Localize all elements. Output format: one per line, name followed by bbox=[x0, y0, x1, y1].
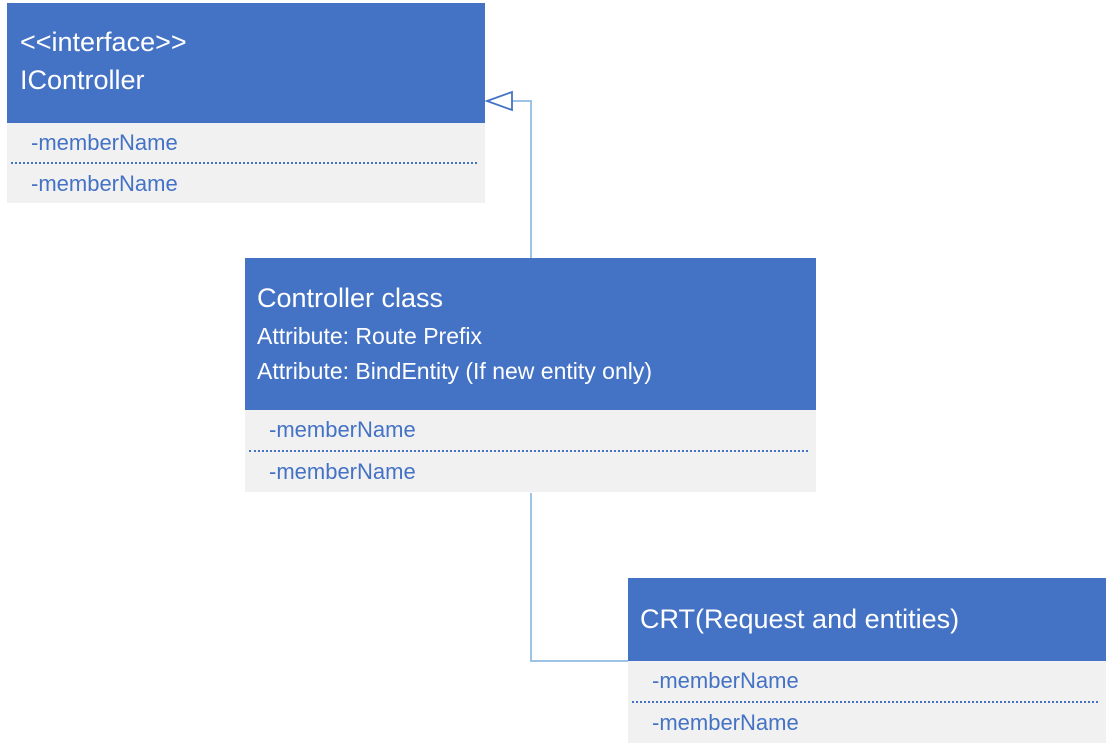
class-name-controller: Controller class bbox=[257, 283, 444, 313]
attribute-bind-entity: Attribute: BindEntity (If new entity onl… bbox=[257, 358, 653, 384]
member-name-label: -memberName bbox=[269, 417, 416, 442]
member-divider bbox=[632, 701, 1098, 703]
member-row: -memberName bbox=[628, 661, 1106, 701]
member-name-label: -memberName bbox=[269, 459, 416, 484]
class-name-crt: CRT(Request and entities) bbox=[640, 604, 960, 634]
member-name-label: -memberName bbox=[652, 668, 799, 693]
class-name-icontroller: IController bbox=[20, 65, 145, 95]
member-row: -memberName bbox=[628, 703, 1106, 743]
member-divider bbox=[249, 450, 808, 452]
class-box-icontroller[interactable]: <<interface>> IController -memberName -m… bbox=[7, 3, 485, 203]
member-name-label: -memberName bbox=[31, 170, 178, 196]
crt-members-section: -memberName -memberName bbox=[628, 661, 1106, 743]
member-row: -memberName bbox=[7, 164, 485, 203]
stereotype-label: <<interface>> bbox=[20, 27, 187, 57]
icontroller-members-section: -memberName -memberName bbox=[7, 123, 485, 203]
controller-members-section: -memberName -memberName bbox=[245, 410, 816, 492]
inheritance-arrowhead-icon bbox=[484, 90, 513, 112]
attribute-route-prefix: Attribute: Route Prefix bbox=[257, 323, 482, 349]
member-name-label: -memberName bbox=[31, 129, 178, 155]
member-name-label: -memberName bbox=[652, 710, 799, 735]
class-box-controller[interactable]: Controller class Attribute: Route Prefix… bbox=[245, 258, 816, 492]
crt-header: CRT(Request and entities) bbox=[628, 578, 1106, 661]
member-row: -memberName bbox=[245, 410, 816, 450]
member-divider bbox=[11, 162, 477, 164]
inheritance-connector-line[interactable] bbox=[511, 100, 532, 258]
icontroller-header: <<interface>> IController bbox=[7, 3, 485, 123]
controller-header: Controller class Attribute: Route Prefix… bbox=[245, 258, 816, 410]
member-row: -memberName bbox=[245, 452, 816, 492]
class-box-crt[interactable]: CRT(Request and entities) -memberName -m… bbox=[628, 578, 1106, 743]
association-connector-line[interactable] bbox=[530, 493, 628, 662]
member-row: -memberName bbox=[7, 123, 485, 162]
